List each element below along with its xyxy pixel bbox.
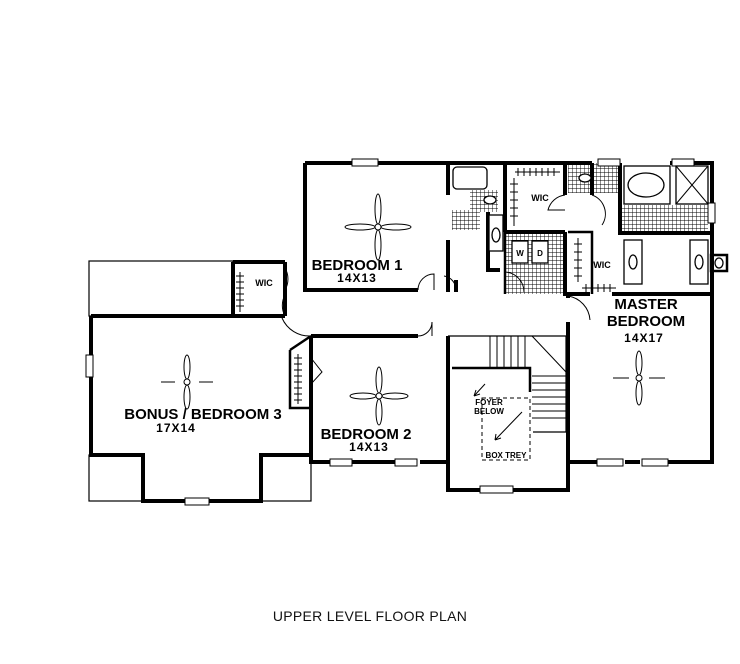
wic-bonus-label: WIC	[255, 278, 273, 288]
bedroom2-label: BEDROOM 2	[321, 426, 412, 443]
bonus-bedroom3-size: 17X14	[156, 421, 196, 435]
master-bedroom-label-line2: BEDROOM	[607, 313, 685, 330]
windows	[85, 158, 716, 506]
master-bedroom-label-line1: MASTER	[614, 296, 678, 313]
doors	[281, 194, 606, 385]
master-bedroom-size: 14X17	[624, 331, 664, 345]
ceiling-fan-bedroom2	[349, 366, 409, 426]
bonus-bedroom3-label: BONUS / BEDROOM 3	[124, 406, 282, 423]
wic-upper-label: WIC	[531, 193, 549, 203]
closet-shelving	[236, 168, 616, 404]
box-trey-label: BOX TREY	[486, 451, 528, 460]
walls	[89, 161, 714, 503]
washer-label: W	[516, 249, 524, 258]
dryer-label: D	[537, 249, 543, 258]
wic-master-label: WIC	[593, 260, 611, 270]
bedroom1-label: BEDROOM 1	[312, 257, 403, 274]
bedroom2-size: 14X13	[349, 440, 389, 454]
ceiling-fan-bonus	[161, 354, 213, 410]
ceiling-fan-master	[613, 350, 665, 406]
attic-areas	[88, 260, 312, 502]
foyer-label-line2: BELOW	[474, 407, 504, 416]
bedroom1-size: 14X13	[337, 271, 377, 285]
ceiling-fan-bedroom1	[344, 193, 412, 261]
stairs	[448, 335, 567, 433]
plan-title: UPPER LEVEL FLOOR PLAN	[272, 608, 468, 624]
foyer-below-markings	[473, 383, 531, 461]
foyer-label-line1: FOYER	[475, 398, 503, 407]
bath-fixtures	[452, 165, 729, 285]
